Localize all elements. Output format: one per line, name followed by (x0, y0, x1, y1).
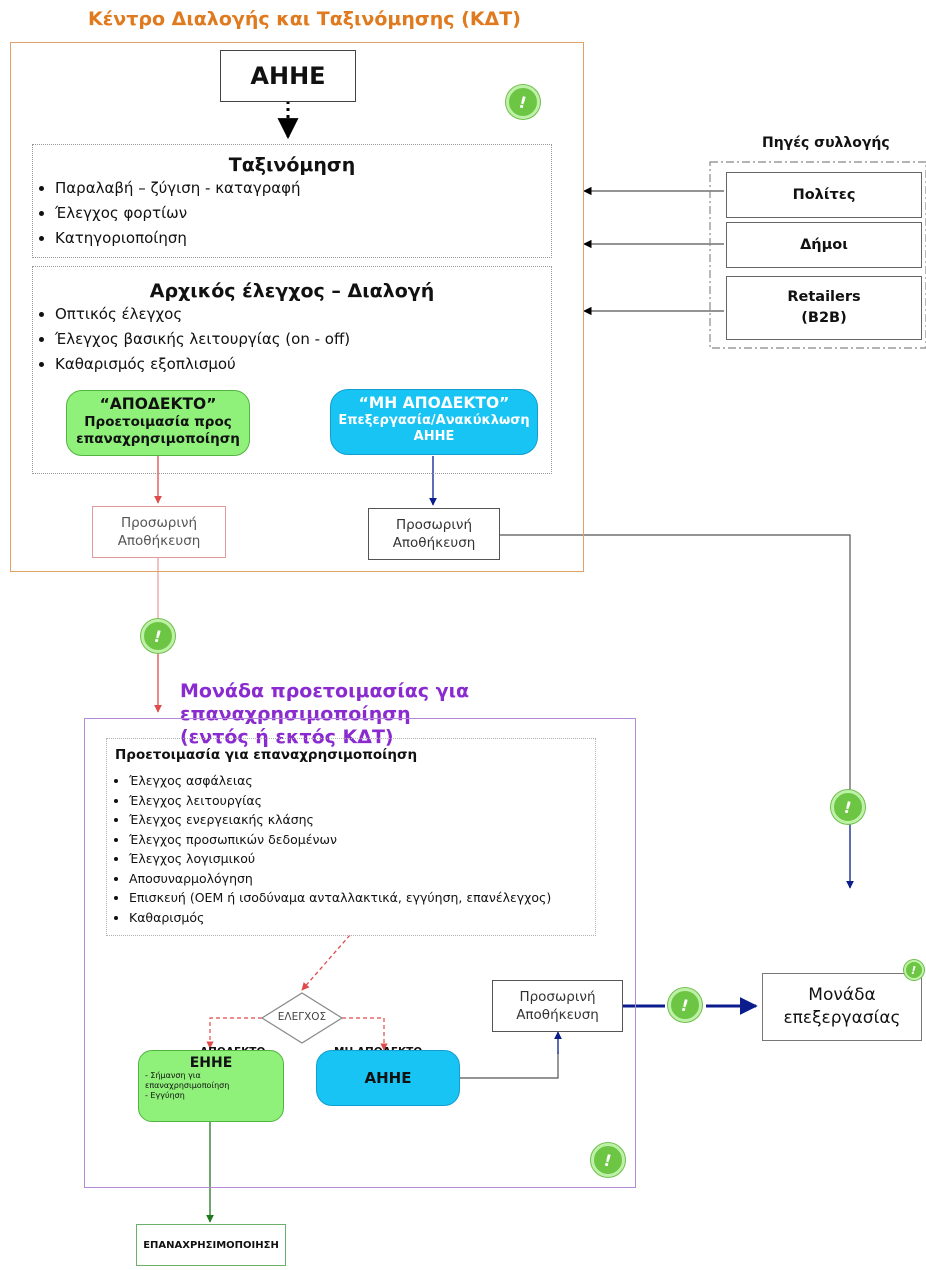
ahe-input-box: ΑΗΗΕ (220, 50, 356, 102)
list-item: Παραλαβή – ζύγιση - καταγραφή (55, 176, 551, 201)
accepted-line1: Προετοιμασία προς (84, 414, 232, 430)
source-retailers: Retailers (B2B) (726, 276, 922, 340)
list-item: Έλεγχος ασφάλειας (129, 771, 595, 791)
list-item: Κατηγοριοποίηση (55, 226, 551, 251)
arrow-aee-to-storage (460, 1052, 559, 1079)
prep-unit-title-line2: (εντός ή εκτός ΚΔΤ) (180, 726, 394, 748)
temp-storage-left: Προσωρινή Αποθήκευση (92, 506, 226, 558)
list-item: Καθαρισμός εξοπλισμού (55, 352, 551, 377)
temp-storage-line2: Αποθήκευση (117, 533, 201, 549)
branch-rejected (342, 1017, 388, 1051)
list-item: Καθαρισμός (129, 908, 595, 928)
prep-unit-title-line1: Μονάδα προετοιμασίας για επαναχρησιμοποί… (180, 680, 470, 725)
line-storage-to-processing (500, 534, 851, 790)
source-citizens: Πολίτες (726, 172, 922, 218)
aee-box: ΑΗΗΕ (316, 1050, 460, 1106)
accepted-line2: επαναχρησιμοποίηση (76, 431, 240, 447)
warning-badge-icon: ! (904, 960, 924, 980)
prep-unit-title: Μονάδα προετοιμασίας για επαναχρησιμοποί… (180, 680, 660, 749)
processing-line2: επεξεργασίας (783, 1008, 901, 1028)
list-item: Αποσυναρμολόγηση (129, 869, 595, 889)
prep-unit-frame (84, 718, 636, 1188)
eee-box: ΕΗΗΕ - Σήμανση για επαναχρησιμοποίηση - … (138, 1050, 284, 1122)
prep-box: Προετοιμασία για επαναχρησιμοποίηση Έλεγ… (106, 738, 596, 936)
eee-line3: - Εγγύηση (145, 1091, 185, 1100)
reuse-box: ΕΠΑΝΑΧΡΗΣΙΜΟΠΟΙΗΣΗ (136, 1224, 286, 1266)
arrow-prep-to-decision (301, 934, 351, 991)
list-item: Έλεγχος προσωπικών δεδομένων (129, 830, 595, 850)
temp-storage-line1: Προσωρινή (120, 515, 198, 531)
warning-badge-icon: ! (506, 85, 540, 119)
sorting-list: Παραλαβή – ζύγιση - καταγραφή Έλεγχος φο… (33, 176, 551, 251)
list-item: Έλεγχος λογισμικού (129, 849, 595, 869)
prep-box-title: Προετοιμασία για επαναχρησιμοποίηση (115, 747, 418, 763)
rejected-pill: “ΜΗ ΑΠΟΔΕΚΤΟ” Επεξεργασία/Ανακύκλωση ΑΗΗ… (330, 389, 538, 455)
warning-badge-icon: ! (831, 790, 865, 824)
rejected-title: “ΜΗ ΑΠΟΔΕΚΤΟ” (358, 394, 510, 412)
temp-storage-line2: Αποθήκευση (392, 535, 476, 551)
list-item: Έλεγχος ενεργειακής κλάσης (129, 810, 595, 830)
list-item: Έλεγχος βασικής λειτουργίας (on - off) (55, 327, 551, 352)
list-item: Έλεγχος φορτίων (55, 201, 551, 226)
initial-check-section: Αρχικός έλεγχος – Διαλογή Οπτικός έλεγχο… (32, 266, 552, 474)
sources-frame (709, 161, 926, 349)
temp-storage-bottom: Προσωρινή Αποθήκευση (492, 980, 623, 1032)
warning-badge-icon: ! (591, 1143, 625, 1177)
processing-line1: Μονάδα (808, 985, 876, 1005)
warning-badge-icon: ! (668, 988, 702, 1022)
branch-accepted (206, 1017, 262, 1049)
warning-badge-icon: ! (141, 619, 175, 653)
accepted-pill: “ΑΠΟΔΕΚΤΟ” Προετοιμασία προς επαναχρησιμ… (66, 390, 250, 456)
temp-storage-line1: Προσωρινή (395, 517, 473, 533)
sorting-title: Ταξινόμηση (228, 154, 356, 176)
eee-line2: επαναχρησιμοποίηση (145, 1081, 230, 1090)
decision-label: ΕΛΕΓΧΟΣ (277, 1011, 327, 1023)
prep-list: Έλεγχος ασφάλειας Έλεγχος λειτουργίας Έλ… (107, 771, 595, 927)
kdt-title: Κέντρο Διαλογής και Ταξινόμησης (ΚΔΤ) (88, 8, 521, 30)
temp-storage-line2: Αποθήκευση (516, 1007, 599, 1023)
kdt-frame (10, 42, 584, 572)
eee-line1: - Σήμανση για (145, 1071, 201, 1080)
sources-title: Πηγές συλλογής (762, 135, 890, 151)
initial-check-title: Αρχικός έλεγχος – Διαλογή (149, 280, 435, 302)
eee-title: ΕΗΗΕ (189, 1055, 233, 1071)
sorting-section: Ταξινόμηση Παραλαβή – ζύγιση - καταγραφή… (32, 144, 552, 258)
list-item: Επισκευή (ΟΕΜ ή ισοδύναμα ανταλλακτικά, … (129, 888, 595, 908)
initial-check-list: Οπτικός έλεγχος Έλεγχος βασικής λειτουργ… (33, 302, 551, 377)
decision-diamond (260, 992, 344, 1044)
list-item: Έλεγχος λειτουργίας (129, 791, 595, 811)
list-item: Οπτικός έλεγχος (55, 302, 551, 327)
rejected-line2: ΑΗΗΕ (413, 429, 455, 444)
rejected-line1: Επεξεργασία/Ανακύκλωση (338, 413, 530, 428)
temp-storage-line1: Προσωρινή (519, 989, 596, 1005)
accepted-title: “ΑΠΟΔΕΚΤΟ” (99, 395, 217, 413)
source-municipalities: Δήμοι (726, 222, 922, 268)
temp-storage-right: Προσωρινή Αποθήκευση (368, 508, 500, 560)
processing-unit-box: Μονάδα επεξεργασίας (762, 973, 922, 1041)
